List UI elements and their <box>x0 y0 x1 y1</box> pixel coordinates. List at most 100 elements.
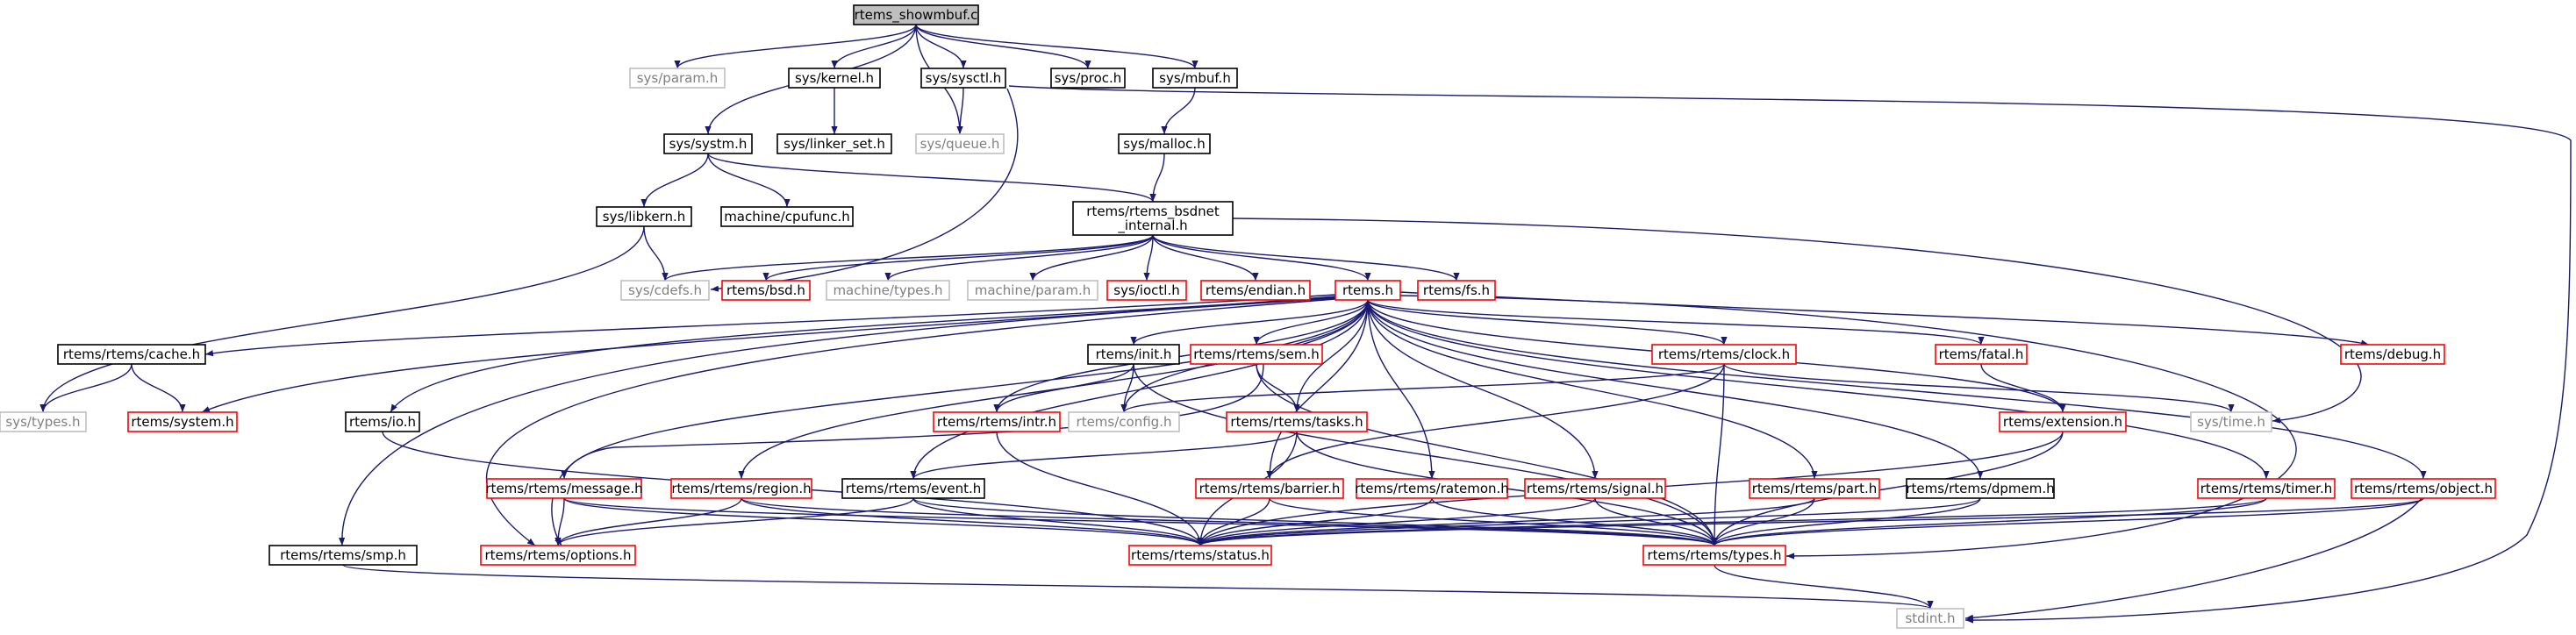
node-box <box>1749 478 1880 499</box>
node-rtems-types[interactable]: rtems/rtems/types.h <box>1642 545 1786 566</box>
node-rtems-cache[interactable]: rtems/rtems/cache.h <box>57 344 206 365</box>
node-sys-linker-set[interactable]: sys/linker_set.h <box>776 133 892 154</box>
node-sys-ioctl[interactable]: sys/ioctl.h <box>1106 280 1187 301</box>
node-rtems-smp[interactable]: rtems/rtems/smp.h <box>268 545 418 566</box>
edge-sys_systm-to-bsdnet_internal <box>707 153 1156 203</box>
node-rtems-event[interactable]: rtems/rtems/event.h <box>841 478 985 499</box>
node-rtems-intr[interactable]: rtems/rtems/intr.h <box>933 411 1061 432</box>
edge-rtems_h-to-rtems_part <box>1367 299 1818 480</box>
node-label: rtems/rtems_bsdnet_internal.h <box>1086 203 1220 234</box>
node-label: rtems/system.h <box>131 414 233 430</box>
node-rtems-tasks[interactable]: rtems/rtems/tasks.h <box>1226 411 1368 432</box>
edge-rtems_part-to-rtems_status <box>1197 497 1815 546</box>
node-sys-systm[interactable]: sys/systm.h <box>663 133 753 154</box>
node-rtems-h[interactable]: rtems.h <box>1335 280 1401 301</box>
edge-bsdnet_internal-to-machine_param <box>1029 234 1154 282</box>
node-rtems-signal[interactable]: rtems/rtems/signal.h <box>1524 478 1666 499</box>
node-rtems-endian[interactable]: rtems/endian.h <box>1200 280 1311 301</box>
node-rtems-message[interactable]: rtems/rtems/message.h <box>485 478 643 499</box>
node-sys-mbuf[interactable]: sys/mbuf.h <box>1152 68 1238 89</box>
node-machine-param[interactable]: machine/param.h <box>967 280 1098 301</box>
node-box <box>127 411 238 432</box>
node-sys-cdefs[interactable]: sys/cdefs.h <box>620 280 710 301</box>
edge-rtems_sem-to-rtems_types <box>1256 363 1718 546</box>
edge-rtems_event-to-rtems_status <box>912 497 1204 546</box>
node-machine-cpufunc[interactable]: machine/cpufunc.h <box>720 206 854 227</box>
node-rtems-bsd[interactable]: rtems/bsd.h <box>721 280 811 301</box>
node-label: sys/ioctl.h <box>1113 282 1179 298</box>
node-rtems-system[interactable]: rtems/system.h <box>127 411 238 432</box>
edge-rtems_h-to-rtems_intr <box>993 299 1369 413</box>
edge-rtems_object-to-stdint <box>1964 497 2422 621</box>
node-rtems-object[interactable]: rtems/rtems/object.h <box>2351 478 2496 499</box>
node-box <box>1152 68 1238 89</box>
node-rtems-options[interactable]: rtems/rtems/options.h <box>480 545 636 566</box>
edge-sys_libkern-to-sys_cdefs <box>643 225 669 282</box>
node-box <box>1524 478 1666 499</box>
edge-rtems_tasks-to-rtems_event <box>910 431 1298 480</box>
edge-rtems_clock-to-rtems_config <box>1120 363 1725 413</box>
node-sys-proc[interactable]: sys/proc.h <box>1050 68 1126 89</box>
node-box <box>920 68 1006 89</box>
node-rtems-fs[interactable]: rtems/fs.h <box>1417 280 1496 301</box>
edge-rtems_h-to-rtems_message <box>561 299 1369 480</box>
node-box <box>663 133 753 154</box>
node-sys-kernel[interactable]: sys/kernel.h <box>788 68 881 89</box>
edge-rtems_h-to-rtems_signal <box>1367 299 1599 480</box>
node-rtems-timer[interactable]: rtems/rtems/timer.h <box>2197 478 2336 499</box>
node-sys-malloc[interactable]: sys/malloc.h <box>1118 133 1211 154</box>
node-box <box>1072 201 1234 236</box>
node-bsdnet-internal[interactable]: rtems/rtems_bsdnet_internal.h <box>1072 201 1234 236</box>
nodes-layer: rtems_showmbuf.c sys/param.h sys/kernel.h s… <box>0 4 2496 629</box>
node-rtems-config[interactable]: rtems/config.h <box>1068 411 1180 432</box>
node-rtems-clock[interactable]: rtems/rtems/clock.h <box>1651 344 1797 365</box>
node-rtems-region[interactable]: rtems/rtems/region.h <box>670 478 812 499</box>
edge-rtems_region-to-rtems_status <box>741 497 1204 546</box>
node-sys-queue[interactable]: sys/queue.h <box>915 133 1005 154</box>
edge-sys_systm-to-sys_libkern <box>640 153 709 208</box>
node-rtems-fatal[interactable]: rtems/fatal.h <box>1935 344 2028 365</box>
edge-rtems_timer-to-rtems_status <box>1197 497 2267 546</box>
edge-root-to-sys_mbuf <box>915 24 1199 69</box>
node-root[interactable]: rtems_showmbuf.c <box>853 4 979 25</box>
node-box <box>1417 280 1496 301</box>
edges-layer <box>39 24 2572 624</box>
edge-rtems_h-to-rtems_cache <box>204 294 1336 357</box>
node-sys-types[interactable]: sys/types.h <box>0 411 87 432</box>
node-box <box>268 545 418 566</box>
edge-rtems_object-to-rtems_types <box>1711 497 2424 546</box>
node-box <box>1356 478 1508 499</box>
node-sys-param[interactable]: sys/param.h <box>629 68 726 89</box>
node-sys-sysctl[interactable]: sys/sysctl.h <box>920 68 1006 89</box>
node-box <box>596 206 692 227</box>
edge-rtems_cache-to-sys_types <box>39 363 132 413</box>
edge-rtems_object-to-rtems_status <box>1197 497 2424 546</box>
node-rtems-status[interactable]: rtems/rtems/status.h <box>1128 545 1272 566</box>
node-label: machine/cpufunc.h <box>724 209 850 225</box>
edge-rtems_h-to-rtems_timer <box>1367 299 2270 480</box>
edge-bsdnet_internal-to-rtems_endian <box>1152 234 1259 282</box>
node-rtems-debug[interactable]: rtems/debug.h <box>2340 344 2445 365</box>
node-rtems-ratemon[interactable]: rtems/rtems/ratemon.h <box>1355 478 1509 499</box>
edge-rtems_extension-to-rtems_types <box>1711 431 2064 546</box>
edge-rtems_signal-to-rtems_types <box>1594 497 1718 546</box>
node-sys-libkern[interactable]: sys/libkern.h <box>596 206 692 227</box>
node-label: machine/types.h <box>833 282 942 298</box>
edge-bsdnet_internal-to-sys_time <box>1232 218 2362 424</box>
edge-rtems_event-to-rtems_options <box>555 497 914 546</box>
node-stdint[interactable]: stdint.h <box>1896 608 1964 629</box>
node-rtems-part[interactable]: rtems/rtems/part.h <box>1749 478 1880 499</box>
node-label: rtems/fatal.h <box>1939 346 2024 362</box>
node-machine-types[interactable]: machine/types.h <box>826 280 950 301</box>
edge-rtems_h-to-rtems_types <box>1399 295 2297 560</box>
node-label: sys/systm.h <box>669 136 748 152</box>
node-rtems-init[interactable]: rtems/init.h <box>1087 344 1180 365</box>
node-rtems-sem[interactable]: rtems/rtems/sem.h <box>1190 344 1323 365</box>
node-rtems-dpmem[interactable]: rtems/rtems/dpmem.h <box>1906 478 2055 499</box>
node-label: rtems/rtems/tasks.h <box>1230 414 1363 430</box>
node-rtems-io[interactable]: rtems/io.h <box>345 411 420 432</box>
node-rtems-barrier[interactable]: rtems/rtems/barrier.h <box>1195 478 1344 499</box>
node-box <box>2340 344 2445 365</box>
node-rtems-extension[interactable]: rtems/extension.h <box>1999 411 2127 432</box>
node-sys-time[interactable]: sys/time.h <box>2190 411 2272 432</box>
